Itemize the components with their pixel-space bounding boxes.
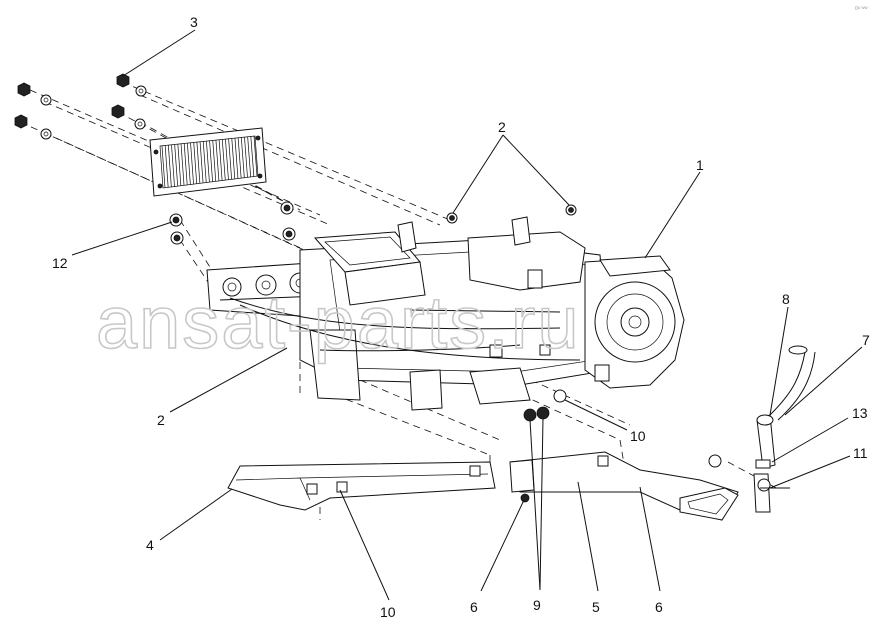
callout-9: 9 <box>533 597 541 613</box>
callout-labels: 3 2 1 12 2 10 8 7 13 11 4 10 6 9 5 6 <box>52 14 870 620</box>
grille-slat <box>202 141 207 183</box>
grille-slat <box>161 145 166 189</box>
grille-slat <box>215 140 220 181</box>
right-floor-duct <box>509 451 739 521</box>
grille-slat <box>180 143 185 186</box>
callout-3: 3 <box>190 14 198 30</box>
grille-slat <box>193 142 198 184</box>
grille-slat <box>187 143 191 185</box>
grille-slat <box>164 145 169 188</box>
callout-2-left: 2 <box>157 412 165 428</box>
callout-8: 8 <box>782 291 790 307</box>
grille-slat <box>171 144 175 187</box>
grille-slat <box>174 144 179 187</box>
callout-5: 5 <box>592 599 600 615</box>
filter-grille-panel <box>149 127 267 197</box>
grille-slat <box>231 138 236 179</box>
callout-6-left: 6 <box>470 599 478 615</box>
leader-lines <box>71 29 863 601</box>
callout-7: 7 <box>862 332 870 348</box>
grille-slat <box>225 139 229 180</box>
callout-4: 4 <box>146 537 154 553</box>
nut-washer-stack <box>14 73 722 503</box>
grille-slat <box>206 141 210 183</box>
grille-slat <box>177 144 182 186</box>
corner-mark: 0ᴬ ᵂᵂ <box>855 6 869 12</box>
grille-slat <box>212 140 217 182</box>
grille-slat <box>228 138 232 180</box>
grille-slat <box>167 145 172 188</box>
grille-slat <box>190 142 194 185</box>
callout-10-bottom: 10 <box>380 604 396 620</box>
grille-slat <box>221 139 226 181</box>
grille-slat <box>237 137 242 179</box>
callout-12: 12 <box>52 255 68 271</box>
left-floor-duct <box>227 461 496 511</box>
grille-slat <box>234 138 239 179</box>
grille-slat <box>240 137 245 178</box>
grille-slat <box>199 141 204 184</box>
heater-unit-housing <box>206 216 685 411</box>
callout-1: 1 <box>696 157 704 173</box>
callout-2-top: 2 <box>498 119 506 135</box>
grille-slat <box>247 136 252 177</box>
grille-slat <box>196 142 201 184</box>
callout-10-right: 10 <box>630 428 646 444</box>
grille-slat <box>253 135 258 177</box>
callout-11: 11 <box>853 445 868 461</box>
grille-slat <box>209 140 213 182</box>
grille-slat <box>250 136 255 177</box>
callout-6-right: 6 <box>655 599 663 615</box>
grille-slat <box>183 143 188 186</box>
grille-slat <box>218 139 223 181</box>
callout-13: 13 <box>852 405 868 421</box>
drain-tube-assembly <box>753 345 816 513</box>
watermark-text: ansat-parts.ru <box>96 281 581 364</box>
grille-slat <box>244 137 248 178</box>
